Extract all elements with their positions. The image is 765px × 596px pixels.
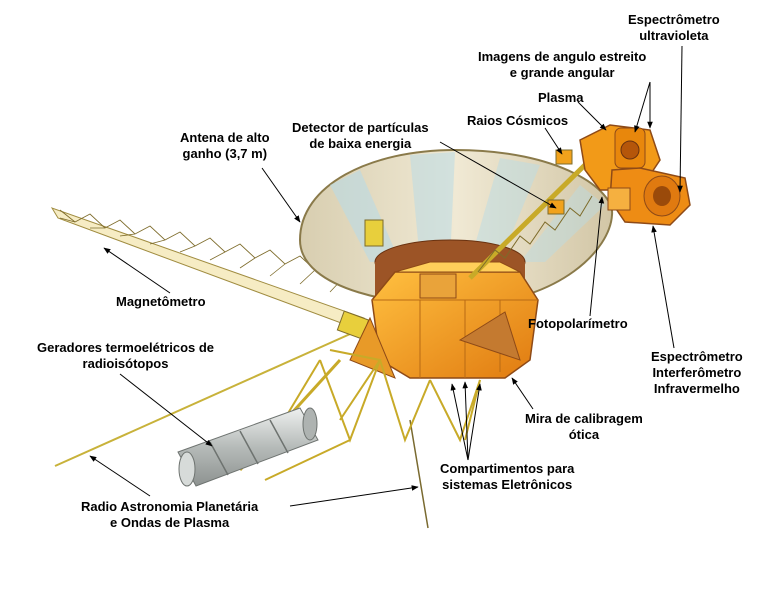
radio-antenna-rods (54, 325, 429, 529)
scan-platform (579, 124, 691, 226)
label-uv-spectrometer: Espectrômetro ultravioleta (628, 12, 720, 43)
label-photopolarimeter: Fotopolarímetro (528, 316, 628, 331)
label-low-energy-detector: Detector de partículas de baixa energia (292, 120, 429, 151)
label-electronics-bays: Compartimentos para sistemas Eletrônicos (440, 461, 575, 492)
label-plasma: Plasma (538, 90, 584, 105)
label-radio-astronomy: Radio Astronomia Planetária e Ondas de P… (81, 499, 259, 530)
label-rtg: Geradores termoelétricos de radioisótopo… (37, 340, 215, 371)
label-calibration-target: Mira de calibragem ótica (525, 411, 643, 442)
spacecraft-bus (349, 261, 539, 379)
label-high-gain-antenna: Antena de alto ganho (3,7 m) (180, 130, 270, 161)
rtg-assembly (177, 358, 342, 487)
label-cosmic-rays: Raios Cósmicos (467, 113, 569, 128)
label-imaging: Imagens de angulo estreito e grande angu… (478, 49, 647, 80)
leader-lines (89, 45, 683, 507)
label-magnetometer: Magnetômetro (116, 294, 206, 309)
label-ir-spectrometer: Espectrômetro Interferômetro Infravermel… (651, 349, 743, 396)
